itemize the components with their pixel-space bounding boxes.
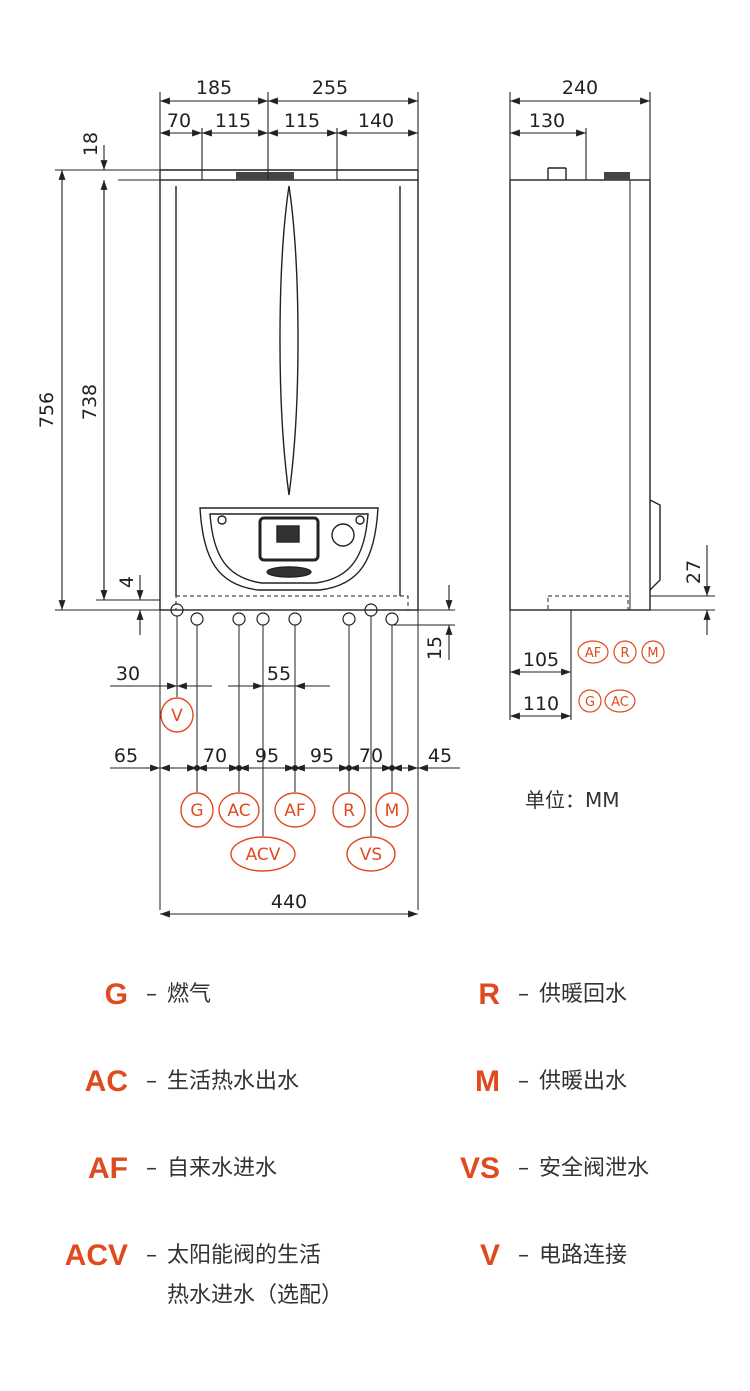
legend-desc: 安全阀泄水 (539, 1156, 650, 1181)
side-view (509, 167, 661, 611)
side-dim-105: 105 (523, 649, 559, 671)
legend-desc: 燃气 (167, 982, 212, 1007)
boiler-front-body (159, 179, 419, 611)
front-panel-shape-icon (279, 185, 299, 496)
legend-desc: 生活热水出水 (167, 1069, 300, 1094)
dim-70-top: 70 (167, 110, 191, 132)
legend-item-r: R – 供暖回水 (440, 978, 627, 1012)
dim-95-b: 95 (310, 745, 334, 767)
legend-code: R (478, 978, 500, 1011)
legend-code: G (104, 978, 128, 1011)
legend-item-af: AF – 自来水进水 (60, 1152, 277, 1186)
side-dim-240: 240 (562, 77, 598, 99)
code-r: R (343, 801, 355, 821)
code-acv: ACV (246, 845, 281, 865)
side-dim-110: 110 (523, 693, 559, 715)
legend-dash: – (146, 982, 157, 1007)
dim-30: 30 (116, 663, 140, 685)
code-v: V (171, 706, 183, 726)
dim-185: 185 (196, 77, 232, 99)
legend-item-vs: VS – 安全阀泄水 (440, 1152, 649, 1186)
legend-desc: 自来水进水 (167, 1156, 278, 1181)
side-code-af: AF (585, 646, 601, 661)
technical-drawing: 185 255 70 115 115 140 18 756 738 4 15 3… (36, 77, 715, 918)
unit-label: 单位：MM (525, 788, 620, 812)
dim-70-a: 70 (203, 745, 227, 767)
side-dimensions (509, 92, 715, 720)
dim-255: 255 (312, 77, 348, 99)
side-dim-130: 130 (529, 110, 565, 132)
dim-65: 65 (114, 745, 138, 767)
dim-115-right: 115 (284, 110, 320, 132)
code-m: M (385, 801, 400, 821)
legend-desc: 电路连接 (539, 1243, 628, 1268)
dim-18: 18 (80, 132, 102, 156)
legend-code: VS (459, 1152, 500, 1185)
dim-115-left: 115 (215, 110, 251, 132)
dim-440: 440 (271, 891, 307, 913)
dim-738: 738 (79, 384, 101, 420)
code-g: G (190, 801, 203, 821)
legend-code: M (475, 1065, 500, 1098)
dim-15: 15 (424, 636, 446, 660)
dim-55: 55 (267, 663, 291, 685)
control-panel (199, 507, 379, 591)
legend-item-v: V – 电路连接 (440, 1239, 627, 1273)
dim-95-a: 95 (255, 745, 279, 767)
legend-dash: – (146, 1069, 157, 1094)
dim-4: 4 (116, 576, 138, 588)
legend-dash: – (518, 982, 529, 1007)
legend-code: AF (88, 1152, 128, 1185)
legend-desc: 供暖回水 (539, 982, 628, 1007)
legend-dash: – (518, 1243, 529, 1268)
legend-desc-line2: 热水进水（选配） (167, 1283, 344, 1308)
side-dim-27: 27 (683, 560, 705, 584)
boiler-side-body (509, 179, 651, 611)
legend-item-m: M – 供暖出水 (440, 1065, 627, 1099)
side-code-r: R (620, 646, 629, 661)
legend-item-ac: AC – 生活热水出水 (60, 1065, 299, 1099)
legend-dash: – (146, 1243, 157, 1268)
legend-desc: 太阳能阀的生活 热水进水（选配） (167, 1239, 343, 1313)
side-code-m: M (647, 646, 658, 661)
legend-desc: 供暖出水 (539, 1069, 628, 1094)
side-code-g: G (585, 695, 595, 710)
legend-desc-line1: 太阳能阀的生活 (167, 1243, 322, 1268)
dim-45: 45 (428, 745, 452, 767)
code-ac: AC (227, 801, 250, 821)
legend-item-acv: ACV – 太阳能阀的生活 热水进水（选配） (60, 1239, 343, 1313)
legend-code: ACV (64, 1239, 128, 1272)
legend-code: V (479, 1239, 500, 1272)
front-view (159, 169, 419, 910)
legend-code: AC (84, 1065, 128, 1098)
legend-item-g: G – 燃气 (60, 978, 211, 1012)
legend-dash: – (518, 1156, 529, 1181)
legend-dash: – (518, 1069, 529, 1094)
legend-dash: – (146, 1156, 157, 1181)
side-code-ac: AC (611, 695, 629, 710)
dim-756: 756 (36, 392, 58, 428)
code-af: AF (284, 801, 305, 821)
dim-70-b: 70 (359, 745, 383, 767)
code-vs: VS (360, 845, 382, 865)
dim-140: 140 (358, 110, 394, 132)
front-dimensions (55, 92, 460, 918)
